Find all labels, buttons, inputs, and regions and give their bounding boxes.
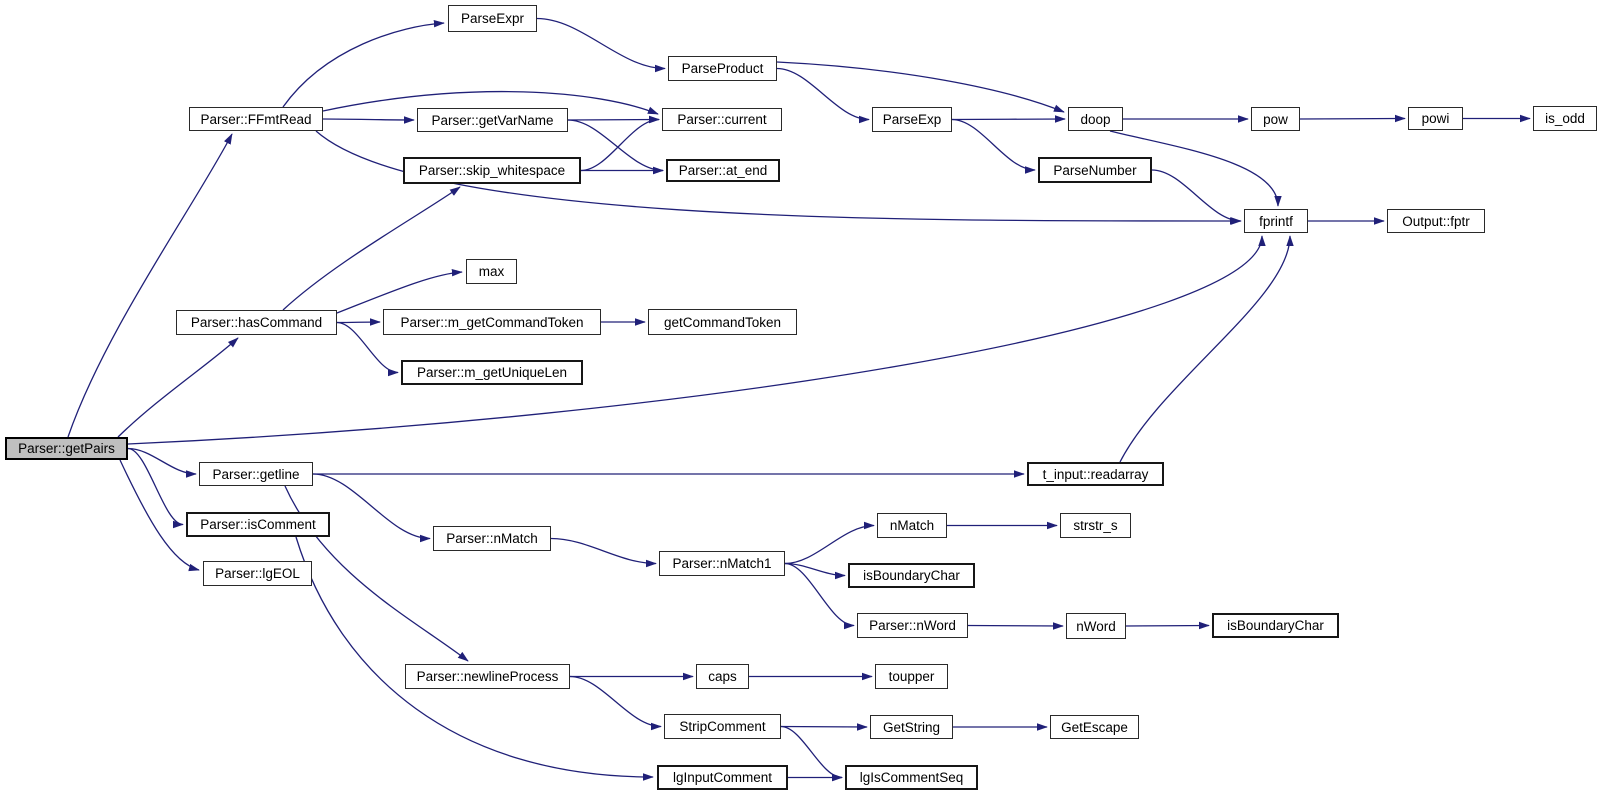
edge-nMatch1-nMatchG bbox=[784, 521, 875, 565]
edge-parseExp-doop bbox=[951, 115, 1066, 123]
node-isBoundaryChar1[interactable]: isBoundaryChar bbox=[848, 563, 975, 588]
node-nMatchP[interactable]: Parser::nMatch bbox=[433, 526, 551, 551]
node-stripComment[interactable]: StripComment bbox=[664, 714, 781, 739]
node-nWordP[interactable]: Parser::nWord bbox=[857, 613, 968, 638]
edge-parseProduct-doop bbox=[776, 61, 1065, 113]
edge-ffmtRead-current bbox=[322, 90, 659, 115]
edge-hasCommand-skipWhitespace bbox=[282, 186, 461, 311]
node-getPairs[interactable]: Parser::getPairs bbox=[5, 437, 128, 460]
edge-hasCommand-mGetUniqueLen bbox=[336, 321, 399, 377]
node-lgInputComment[interactable]: lgInputComment bbox=[657, 765, 788, 790]
node-hasCommand[interactable]: Parser::hasCommand bbox=[176, 310, 337, 335]
edges bbox=[67, 17, 1531, 782]
edge-parseProduct-parseExp bbox=[776, 67, 870, 124]
edge-stripComment-getString bbox=[780, 723, 868, 731]
node-ffmtRead[interactable]: Parser::FFmtRead bbox=[189, 107, 323, 131]
node-getCommandToken[interactable]: getCommandToken bbox=[648, 309, 797, 335]
edge-doop-fprintf bbox=[1109, 130, 1282, 207]
edge-hasCommand-max bbox=[336, 268, 463, 314]
node-powi[interactable]: powi bbox=[1408, 107, 1463, 130]
edge-nMatchP-nMatch1 bbox=[550, 537, 657, 568]
edge-ffmtRead-getVarName bbox=[322, 116, 415, 124]
node-lgIsCommentSeq[interactable]: lgIsCommentSeq bbox=[845, 765, 978, 790]
edge-nMatch1-nWordP bbox=[784, 562, 855, 630]
edge-hasCommand-mGetCommandToken bbox=[336, 318, 381, 326]
edge-parseExp-parseNumber bbox=[951, 118, 1036, 174]
edge-parseExpr-parseProduct bbox=[536, 17, 666, 73]
node-getString[interactable]: GetString bbox=[870, 715, 953, 739]
edge-nMatch1-isBoundaryChar1 bbox=[784, 562, 846, 580]
node-current[interactable]: Parser::current bbox=[662, 108, 782, 131]
node-skipWhitespace[interactable]: Parser::skip_whitespace bbox=[403, 157, 581, 184]
node-getEscape[interactable]: GetEscape bbox=[1050, 715, 1139, 739]
edge-getPairs-isComment bbox=[127, 447, 184, 529]
node-getline[interactable]: Parser::getline bbox=[199, 462, 313, 486]
node-isComment[interactable]: Parser::isComment bbox=[186, 512, 330, 537]
node-nMatchG[interactable]: nMatch bbox=[877, 513, 947, 538]
node-mGetUniqueLen[interactable]: Parser::m_getUniqueLen bbox=[401, 360, 583, 385]
node-parseExp[interactable]: ParseExp bbox=[872, 107, 952, 132]
node-outputFptr[interactable]: Output::fptr bbox=[1387, 209, 1485, 233]
edge-ffmtRead-fprintf bbox=[315, 130, 1241, 225]
node-max[interactable]: max bbox=[466, 259, 517, 284]
node-getVarName[interactable]: Parser::getVarName bbox=[417, 108, 568, 132]
edge-pow-powi bbox=[1299, 114, 1406, 123]
node-strstrS[interactable]: strstr_s bbox=[1060, 513, 1131, 538]
edge-getline-nMatchP bbox=[312, 473, 431, 543]
node-parseProduct[interactable]: ParseProduct bbox=[668, 56, 777, 81]
edge-parseNumber-fprintf bbox=[1151, 169, 1242, 225]
edge-getPairs-lgEOL bbox=[119, 459, 200, 572]
edge-nWordP-nWordG bbox=[967, 622, 1064, 630]
node-newlineProcess[interactable]: Parser::newlineProcess bbox=[405, 664, 570, 689]
node-mGetCommandToken[interactable]: Parser::m_getCommandToken bbox=[383, 309, 601, 335]
node-nWordG[interactable]: nWord bbox=[1066, 613, 1126, 639]
node-isBoundaryChar2[interactable]: isBoundaryChar bbox=[1212, 613, 1339, 638]
edge-nWordG-isBoundaryChar2 bbox=[1125, 621, 1210, 630]
edge-stripComment-lgIsCommentSeq bbox=[780, 725, 843, 782]
node-fprintf[interactable]: fprintf bbox=[1244, 209, 1308, 233]
edge-getVarName-current bbox=[567, 115, 660, 124]
edge-getPairs-fprintf bbox=[127, 235, 1266, 445]
edge-getPairs-getline bbox=[127, 447, 197, 478]
node-nMatch1[interactable]: Parser::nMatch1 bbox=[659, 551, 785, 576]
edge-ffmtRead-parseExpr bbox=[282, 19, 445, 108]
edge-readarray-fprintf bbox=[1119, 235, 1294, 463]
edge-getPairs-hasCommand bbox=[117, 337, 239, 438]
node-parseNumber[interactable]: ParseNumber bbox=[1038, 157, 1152, 183]
node-lgEOL[interactable]: Parser::lgEOL bbox=[203, 561, 312, 586]
edge-newlineProcess-stripComment bbox=[569, 675, 662, 731]
node-readarray[interactable]: t_input::readarray bbox=[1027, 462, 1164, 486]
edge-skipWhitespace-current bbox=[580, 115, 660, 172]
node-doop[interactable]: doop bbox=[1068, 107, 1123, 131]
node-isOdd[interactable]: is_odd bbox=[1533, 106, 1597, 131]
node-atEnd[interactable]: Parser::at_end bbox=[666, 159, 780, 182]
edge-getVarName-atEnd bbox=[567, 119, 664, 175]
edge-isComment-lgInputComment bbox=[295, 536, 654, 781]
node-parseExpr[interactable]: ParseExpr bbox=[448, 5, 537, 32]
node-toupper[interactable]: toupper bbox=[875, 664, 948, 689]
edge-getPairs-ffmtRead bbox=[67, 133, 233, 438]
node-caps[interactable]: caps bbox=[696, 664, 749, 689]
node-pow[interactable]: pow bbox=[1251, 107, 1300, 131]
